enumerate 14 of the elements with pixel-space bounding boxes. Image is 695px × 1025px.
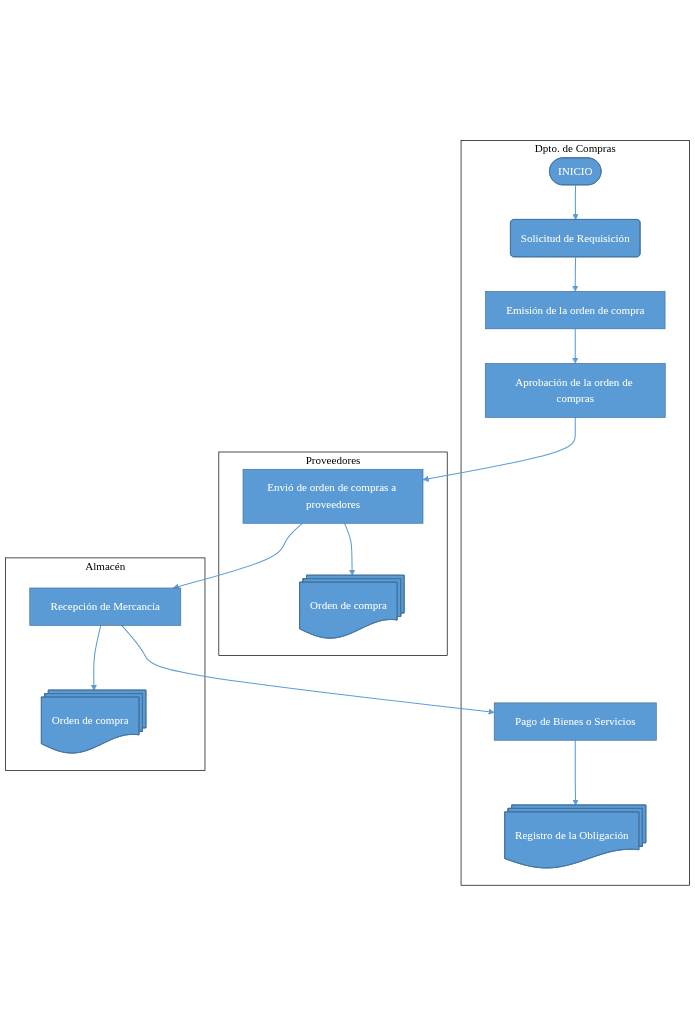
node-box: Aprobación de la orden de compras (484, 362, 666, 418)
node-box: Recepción de Mercancía (29, 587, 182, 626)
arrow (572, 256, 579, 292)
arrow (572, 739, 579, 806)
arrow (90, 624, 102, 691)
arrow (572, 327, 579, 364)
arrow (422, 416, 576, 482)
node-box: Pago de Bienes o Servicios (493, 702, 657, 741)
arrow (344, 522, 356, 576)
node-box: Emisión de la orden de compra (485, 290, 666, 329)
node-box: Envió de orden de compras a proveedores (242, 468, 424, 524)
arrow (121, 624, 495, 715)
arrow (572, 184, 579, 220)
arrow (173, 522, 303, 590)
